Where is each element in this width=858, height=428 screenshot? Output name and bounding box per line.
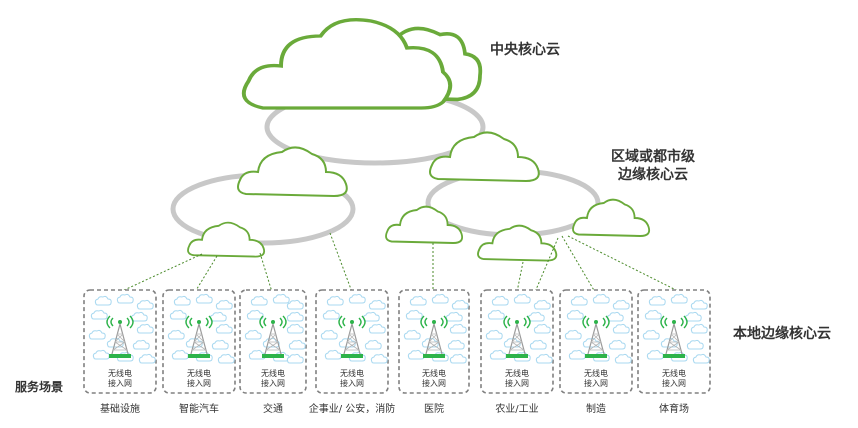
- access-network-label: 接入网: [662, 378, 686, 388]
- access-network-label: 无线电: [187, 368, 211, 378]
- local-cloud-2: [385, 205, 464, 244]
- regional-cloud-left: [237, 146, 348, 198]
- access-network-label: 无线电: [422, 368, 446, 378]
- regional-core-label: 区域或都市级 边缘核心云: [598, 148, 708, 184]
- access-network-label: 无线电: [261, 368, 285, 378]
- access-network-label: 接入网: [108, 378, 132, 388]
- regional-cloud-right: [429, 131, 540, 183]
- scenario-caption: 基础设施: [100, 404, 140, 415]
- regional-label-line2: 边缘核心云: [618, 167, 688, 183]
- access-network-label: 接入网: [505, 378, 529, 388]
- access-network-label: 接入网: [584, 378, 608, 388]
- link-enterprise: [329, 232, 353, 293]
- scenario-boxes: 无线电接入网无线电接入网无线电接入网无线电接入网无线电接入网无线电接入网无线电接…: [83, 289, 711, 394]
- scenario-caption: 医院: [424, 404, 444, 415]
- access-network-label: 无线电: [505, 368, 529, 378]
- link-car: [194, 255, 218, 293]
- scenario-caption: 体育场: [659, 404, 689, 415]
- access-network-label: 无线电: [108, 368, 132, 378]
- access-network-label: 无线电: [340, 368, 364, 378]
- link-traffic: [259, 252, 273, 293]
- link-stadium: [567, 235, 681, 293]
- scenario-caption: 制造: [586, 404, 606, 415]
- link-mfg: [561, 235, 596, 293]
- regional-label-line1: 区域或都市级: [611, 149, 695, 165]
- access-network-label: 接入网: [187, 378, 211, 388]
- scenario-caption: 交通: [263, 404, 283, 415]
- access-network-label: 无线电: [662, 368, 686, 378]
- access-network-label: 接入网: [261, 378, 285, 388]
- scenario-caption: 企事业/ 公安，消防: [308, 404, 396, 415]
- service-scenario-label: 服务场景: [15, 380, 64, 394]
- access-network-label: 无线电: [584, 368, 608, 378]
- scenario-caption: 农业/工业: [495, 404, 539, 415]
- link-agri: [516, 261, 524, 293]
- local-core-label: 本地边缘核心云: [733, 326, 831, 342]
- scenario-caption: 智能汽车: [179, 404, 219, 415]
- central-core-label: 中央核心云: [490, 42, 560, 58]
- link-infra: [119, 253, 203, 293]
- local-cloud-4: [572, 198, 651, 237]
- local-cloud-1: [187, 221, 266, 258]
- access-network-label: 接入网: [422, 378, 446, 388]
- connection-lines: [119, 232, 681, 293]
- link-agri-2: [534, 237, 559, 293]
- central-cloud-front: [241, 18, 453, 110]
- local-cloud-3: [477, 224, 558, 262]
- access-network-label: 接入网: [340, 378, 364, 388]
